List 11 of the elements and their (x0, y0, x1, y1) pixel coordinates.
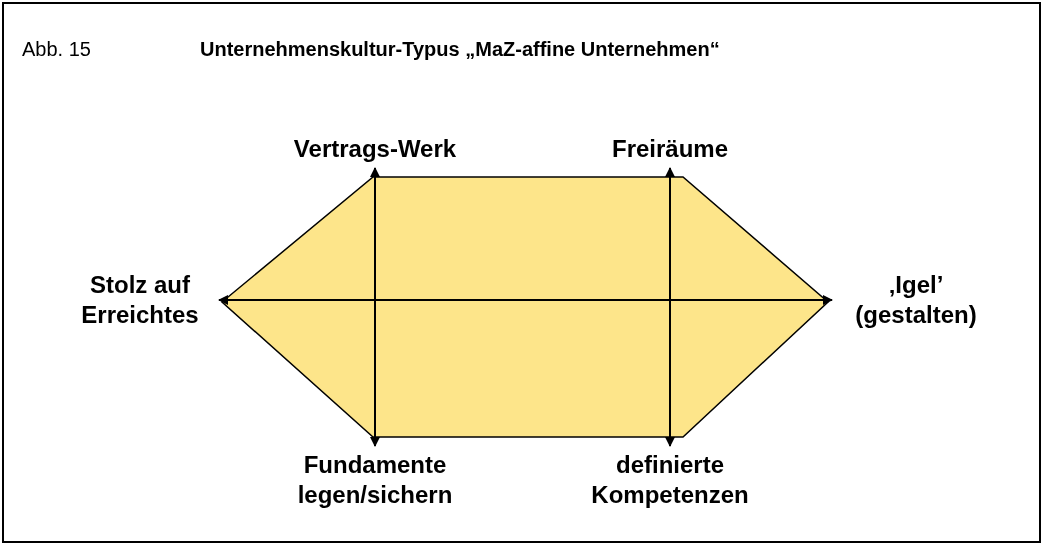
double-arrow (370, 167, 380, 447)
title: Unternehmenskultur-Typus „MaZ-affine Unternehmen“ (200, 38, 720, 61)
figure-number: Abb. 15 (22, 38, 91, 61)
vertex-label: Vertrags-Werk (265, 134, 485, 164)
vertex-label: definierte Kompetenzen (570, 450, 770, 510)
double-arrow (665, 167, 675, 447)
vertex-label: Stolz auf Erreichtes (65, 270, 215, 330)
vertex-label: Freiräume (580, 134, 760, 164)
vertex-label: Fundamente legen/sichern (275, 450, 475, 510)
vertex-label: ‚Igel’ (gestalten) (836, 270, 996, 330)
double-arrow (218, 295, 833, 305)
